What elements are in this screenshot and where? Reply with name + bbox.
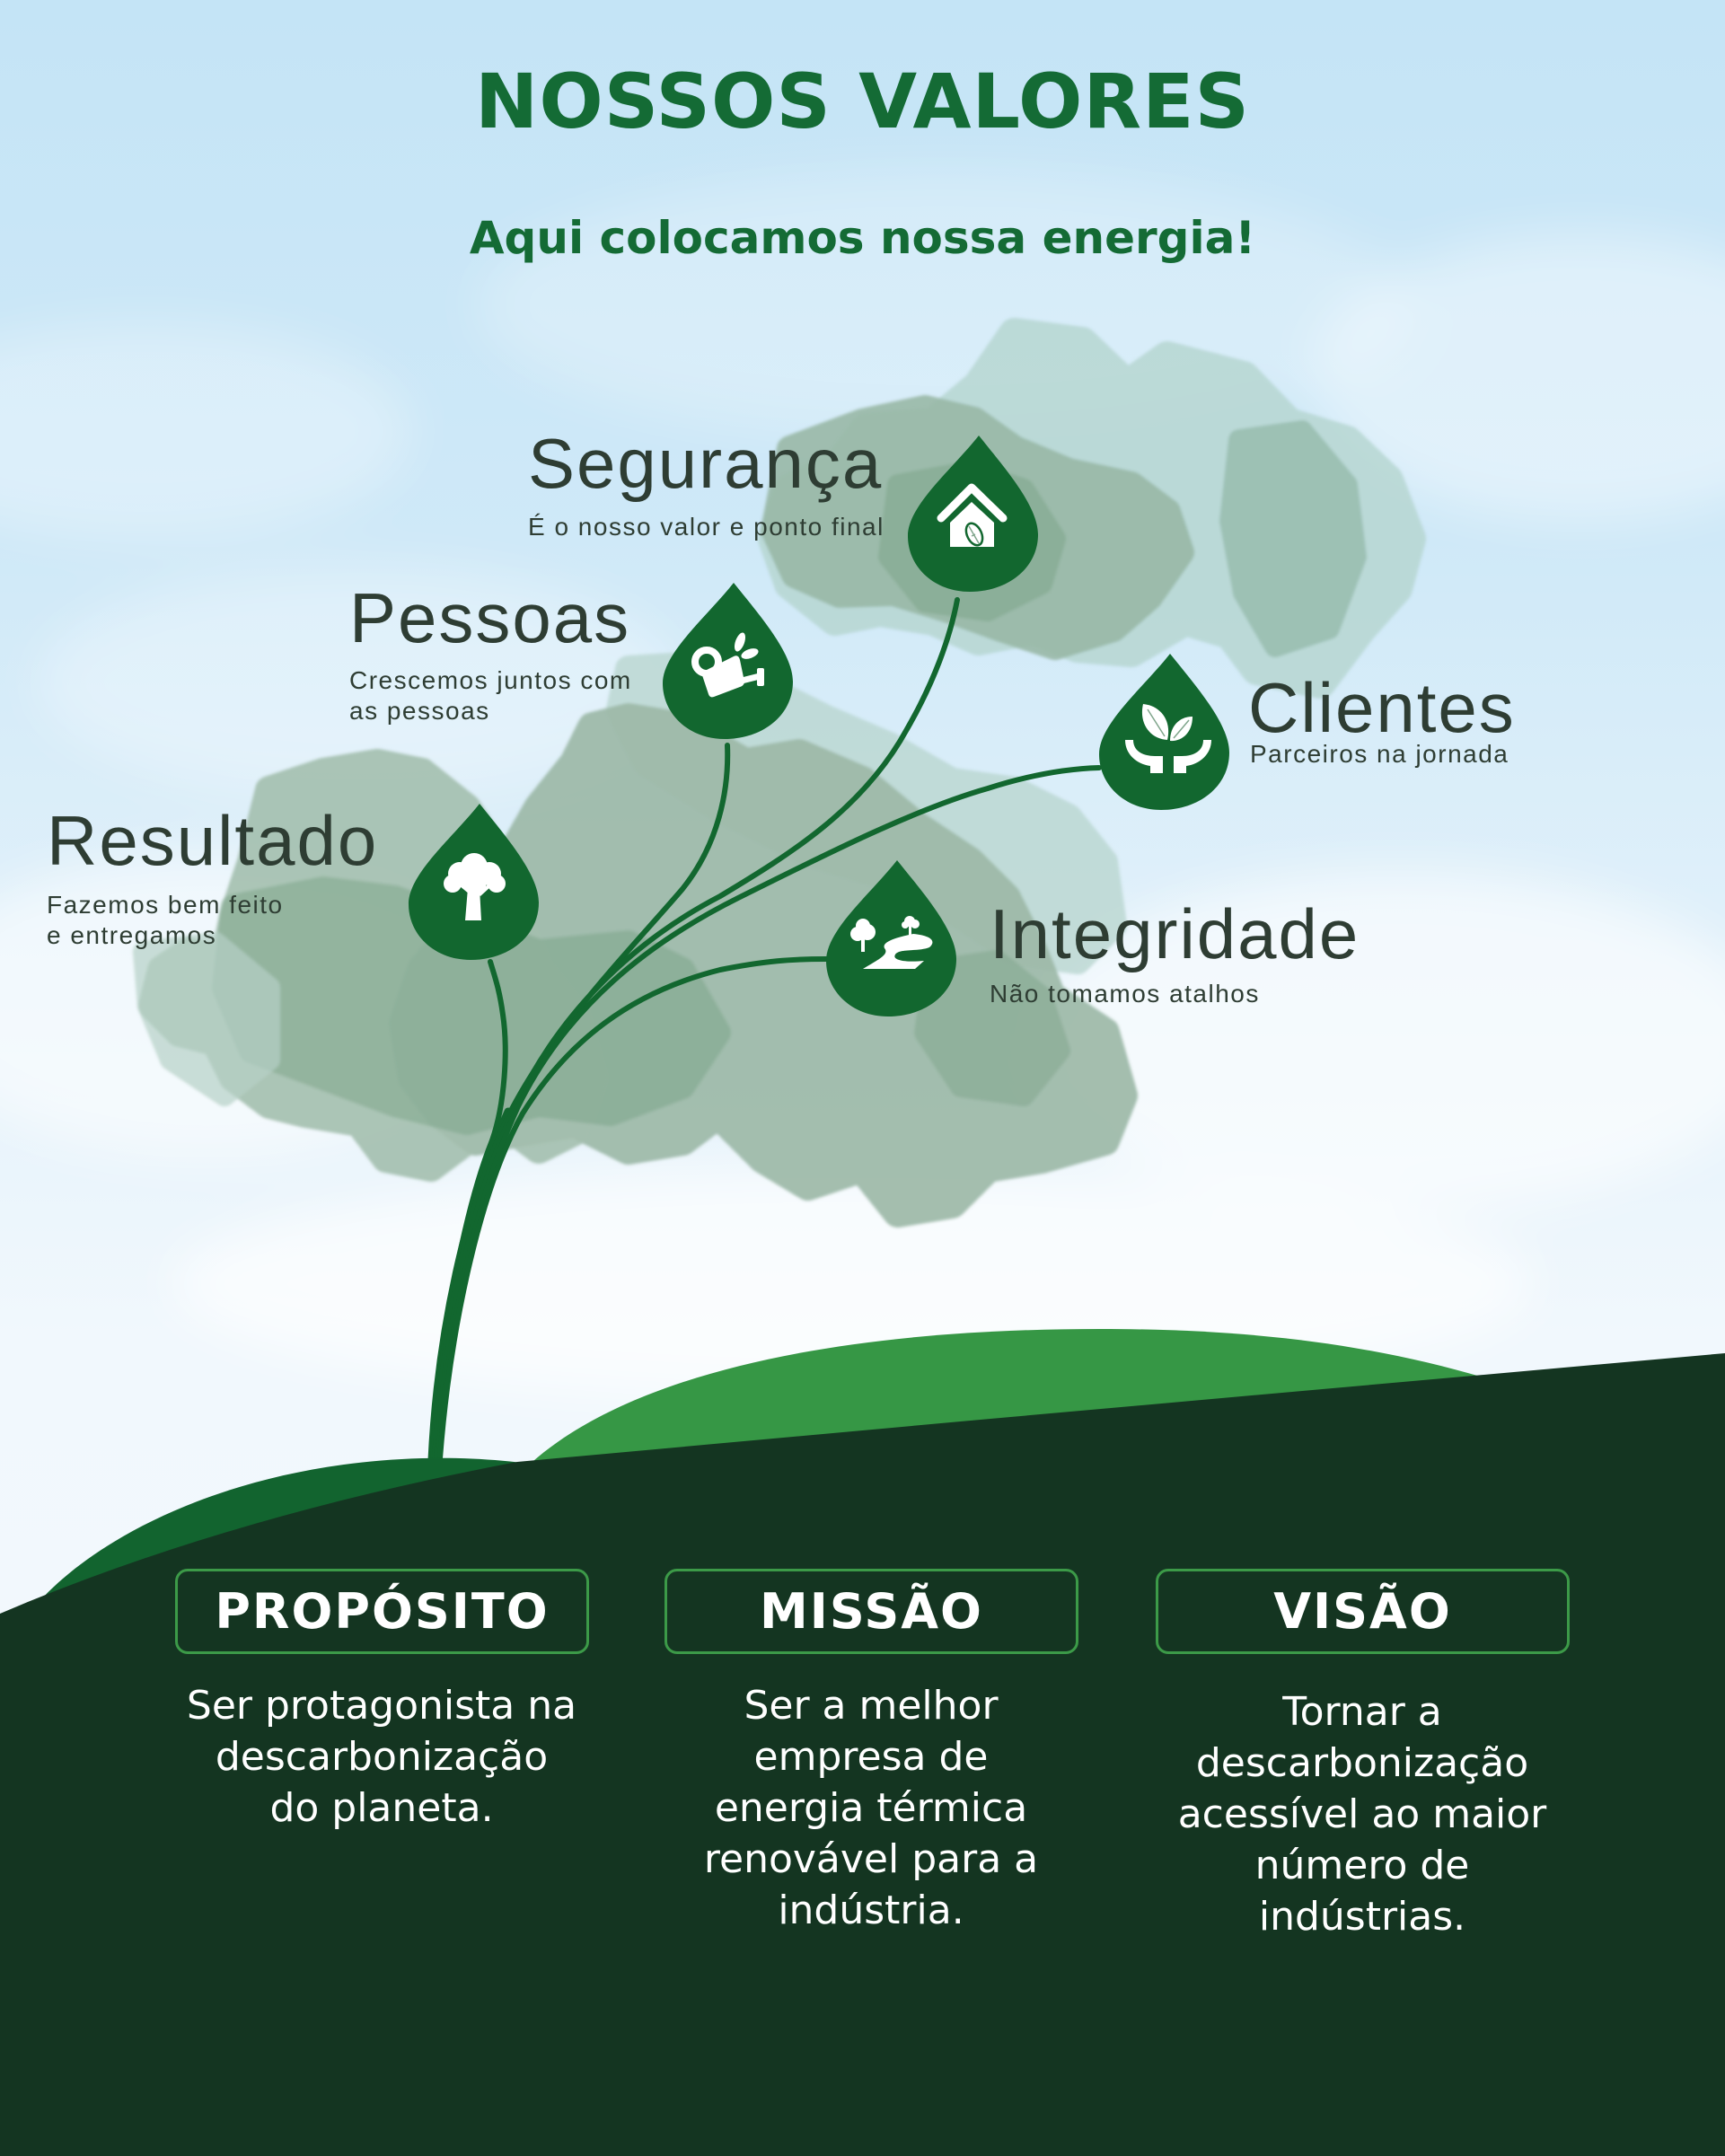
pillar-title-visao: VISÃO: [1156, 1569, 1570, 1654]
pillar-text-line: descarbonização: [215, 1734, 549, 1780]
leaf-integridade[interactable]: [825, 860, 957, 1016]
leaf-pessoas[interactable]: [662, 583, 794, 739]
value-description-line: Parceiros na jornada: [1250, 740, 1509, 768]
value-description-line: Crescemos juntos com: [349, 666, 632, 694]
pillar-text-line: empresa de: [753, 1734, 989, 1780]
tree-icon: [444, 853, 506, 920]
value-description-pessoas: Crescemos juntos com as pessoas: [349, 665, 632, 726]
path-trees-icon: [850, 916, 933, 969]
pillar-title-proposito: PROPÓSITO: [175, 1569, 589, 1654]
pillar-text-line: Ser protagonista na: [186, 1683, 577, 1729]
pillar-text-line: indústria.: [778, 1888, 964, 1933]
pillar-text-line: Ser a melhor: [744, 1683, 999, 1729]
value-description-seguranca: É o nosso valor e ponto final: [528, 512, 885, 542]
ground-dark: [0, 1353, 1725, 2156]
value-title-pessoas: Pessoas: [349, 578, 631, 657]
pillar-text-proposito: Ser protagonista na descarbonização do p…: [130, 1680, 633, 1834]
tree-branches: [427, 597, 1102, 1465]
leaf-shape: [826, 860, 956, 1016]
pillar-text-line: descarbonização: [1195, 1740, 1529, 1786]
pillar-text-line: energia térmica: [714, 1785, 1028, 1831]
value-description-line: e entregamos: [47, 921, 217, 949]
hands-plant-icon: [1125, 704, 1211, 773]
pillar-text-visao: Tornar a descarbonização acessível ao ma…: [1111, 1686, 1614, 1942]
value-title-resultado: Resultado: [47, 801, 379, 880]
pillar-title-missao: MISSÃO: [664, 1569, 1078, 1654]
leaf-clientes[interactable]: [1098, 654, 1230, 810]
leaf-resultado[interactable]: [408, 804, 540, 960]
pillar-text-line: acessível ao maior: [1177, 1791, 1547, 1837]
value-description-resultado: Fazemos bem feito e entregamos: [47, 890, 284, 951]
value-description-line: Não tomamos atalhos: [990, 980, 1260, 1008]
pillar-text-line: do planeta.: [269, 1785, 494, 1831]
pillar-text-line: renovável para a: [703, 1836, 1039, 1882]
value-description-integridade: Não tomamos atalhos: [990, 979, 1260, 1009]
value-description-clientes: Parceiros na jornada: [1250, 739, 1509, 770]
value-description-line: É o nosso valor e ponto final: [528, 513, 885, 541]
leaf-seguranca[interactable]: [907, 436, 1039, 592]
page-subtitle: Aqui colocamos nossa energia!: [469, 212, 1256, 264]
value-description-line: as pessoas: [349, 697, 490, 725]
value-title-integridade: Integridade: [990, 894, 1360, 973]
pillar-text-missao: Ser a melhor empresa de energia térmica …: [620, 1680, 1122, 1936]
page-title: NOSSOS VALORES: [475, 57, 1250, 145]
pillar-text-line: número de: [1254, 1843, 1470, 1888]
pillar-text-line: Tornar a: [1282, 1689, 1442, 1735]
value-title-clientes: Clientes: [1248, 668, 1516, 747]
value-title-seguranca: Segurança: [528, 424, 884, 503]
pillar-text-line: indústrias.: [1258, 1894, 1466, 1940]
watering-can-icon: [691, 632, 764, 698]
house-leaf-icon: [937, 483, 1008, 547]
value-description-line: Fazemos bem feito: [47, 891, 284, 919]
